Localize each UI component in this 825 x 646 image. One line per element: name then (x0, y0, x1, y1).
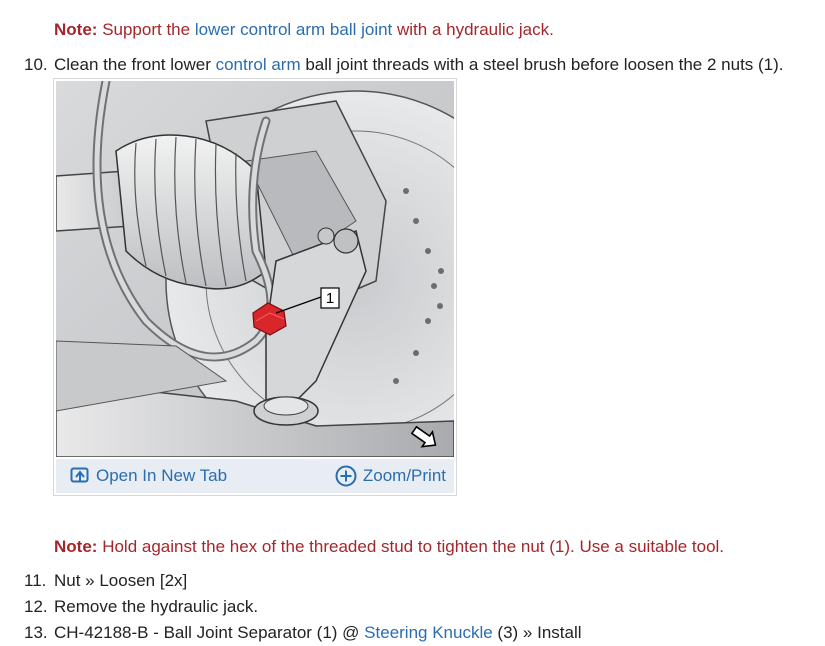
note-text: with a hydraulic jack. (392, 20, 554, 39)
note-text: Hold against the hex of the threaded stu… (102, 537, 725, 556)
note-label: Note: (54, 537, 98, 556)
link-steering-knuckle[interactable]: Steering Knuckle (364, 623, 493, 642)
link-lower-control-arm-ball-joint[interactable]: lower control arm ball joint (194, 20, 393, 39)
open-new-tab-icon (70, 467, 89, 483)
figure-toolbar: Open In New Tab Zoom/Print (56, 459, 454, 493)
step-10: 10. Clean the front lower control arm bal… (24, 55, 784, 75)
note-support-jack: Note: Support the lower control arm ball… (54, 20, 554, 40)
link-control-arm[interactable]: control arm (215, 55, 301, 74)
zoom-plus-icon (335, 465, 357, 487)
forward-arrow-icon (410, 425, 437, 448)
step-text: ball joint threads with a steel brush be… (300, 55, 784, 74)
open-in-new-tab-label: Open In New Tab (96, 466, 228, 485)
note-hold-hex: Note: Hold against the hex of the thread… (54, 537, 724, 557)
step-13: 13. CH-42188-B - Ball Joint Separator (1)… (24, 623, 582, 643)
note-label: Note: (54, 20, 98, 39)
zoom-print-label: Zoom/Print (362, 466, 446, 485)
callout-1: 1 (326, 290, 334, 307)
step-number: 13. (24, 623, 48, 642)
step-text: (3) » Install (492, 623, 582, 642)
note-text: Support the (102, 20, 195, 39)
ball-joint-illustration[interactable]: 1 (56, 81, 454, 457)
step-number: 11. (24, 571, 47, 590)
step-text: Nut » Loosen [2x] (54, 571, 188, 590)
step-text: Clean the front lower (54, 55, 216, 74)
open-in-new-tab-button[interactable]: Open In New Tab (70, 466, 227, 486)
step-11: 11. Nut » Loosen [2x] (24, 571, 187, 591)
step-number: 10. (24, 55, 48, 74)
step-12: 12. Remove the hydraulic jack. (24, 597, 258, 617)
figure-ball-joint: 1 Open In New Tab Zoom/Print (53, 78, 457, 496)
step-number: 12. (24, 597, 48, 616)
zoom-print-button[interactable]: Zoom/Print (335, 465, 446, 487)
step-text: Remove the hydraulic jack. (54, 597, 259, 616)
step-text: CH-42188-B - Ball Joint Separator (1) @ (54, 623, 365, 642)
